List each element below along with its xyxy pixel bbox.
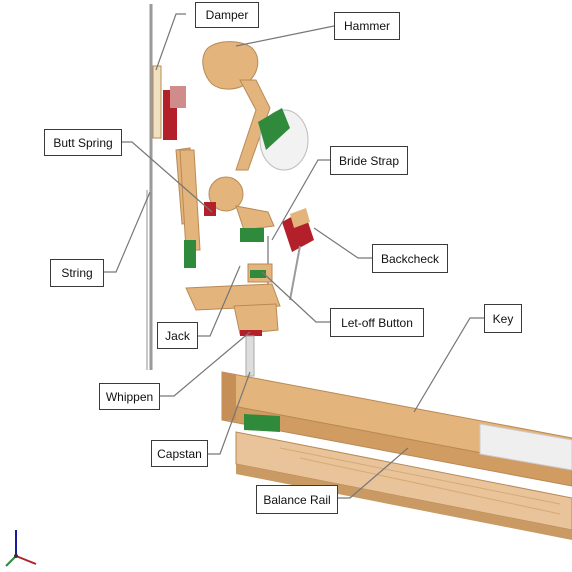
label-letoff-button: Let-off Button (330, 308, 424, 337)
damper-block (170, 86, 186, 108)
label-damper: Damper (195, 2, 259, 28)
leader-balance-rail (338, 447, 409, 499)
label-bride-strap: Bride Strap (330, 146, 408, 175)
leader-key (413, 317, 484, 413)
label-balance-rail: Balance Rail (256, 485, 338, 514)
backcheck-wire (289, 245, 301, 301)
leader-whippen (160, 331, 251, 397)
label-string: String (50, 259, 104, 287)
axis-triad-icon (5, 530, 37, 567)
leader-butt-spring (122, 141, 213, 213)
key-end (222, 372, 236, 420)
backcheck-wood (290, 208, 310, 228)
key-white-cover (479, 423, 572, 471)
hammer-felt-green (258, 108, 290, 150)
label-capstan: Capstan (151, 440, 208, 467)
capstan-post (245, 335, 255, 377)
leader-capstan (208, 371, 251, 455)
label-backcheck: Backcheck (372, 244, 448, 273)
leader-bride-strap (271, 159, 330, 241)
leader-letoff (261, 271, 330, 323)
jack-body (179, 149, 201, 251)
whippen-felt (240, 330, 262, 336)
whippen-body (233, 303, 279, 335)
damper-felt (152, 65, 162, 139)
label-butt-spring: Butt Spring (44, 129, 122, 156)
capstan-felt (244, 414, 280, 432)
label-key: Key (484, 304, 522, 333)
catcher (235, 205, 275, 231)
balance-rail-side (236, 464, 572, 540)
hammer-butt (208, 176, 244, 212)
butt-spring-felt (204, 202, 216, 216)
balance-grain-2 (299, 457, 561, 515)
hammer-shank (235, 79, 271, 171)
letoff-felt (250, 270, 266, 278)
leader-damper (155, 13, 186, 71)
leader-jack (198, 265, 241, 337)
label-whippen: Whippen (99, 383, 160, 410)
whippen-rail (185, 283, 281, 311)
leader-hammer (235, 25, 335, 47)
leader-backcheck (313, 227, 372, 259)
label-hammer: Hammer (334, 12, 400, 40)
balance-grain-1 (279, 447, 561, 505)
jack-felt (184, 240, 196, 268)
catcher-felt (240, 228, 264, 242)
label-jack: Jack (157, 322, 198, 349)
leader-string (104, 191, 151, 273)
